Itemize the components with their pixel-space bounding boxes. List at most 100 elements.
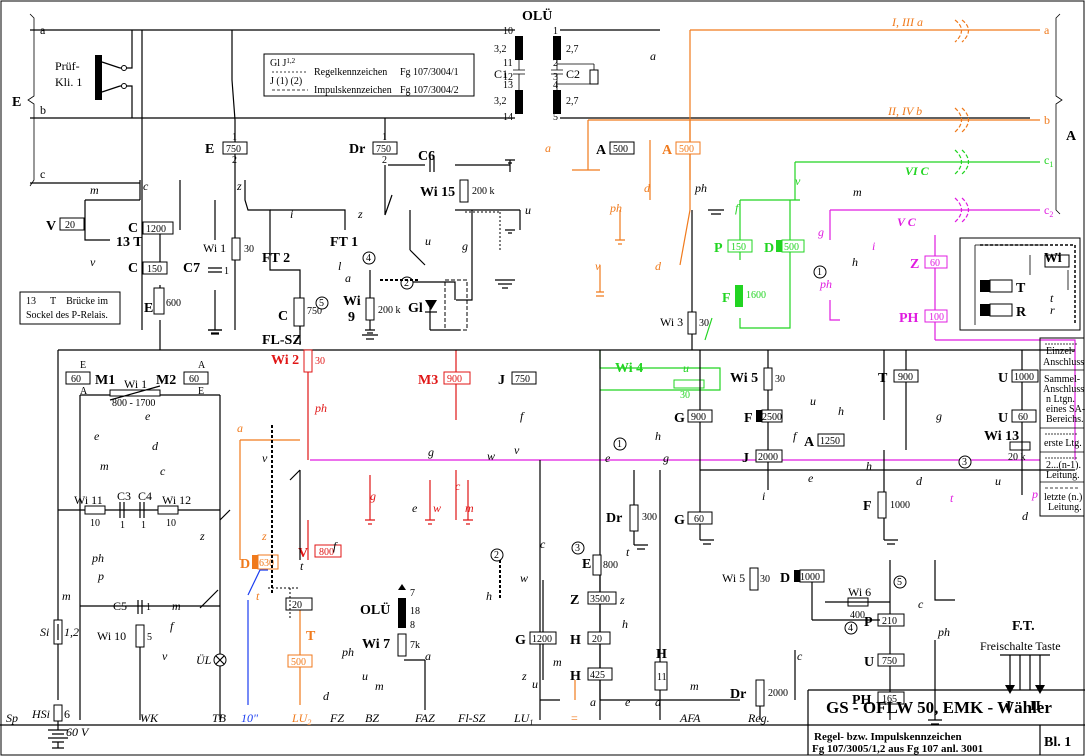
comp-FT2: FT 2 — [262, 251, 290, 266]
comp-C-val: 1200 — [146, 224, 166, 235]
comp-D630-val: 630 — [259, 558, 274, 569]
svg-text:e: e — [412, 501, 418, 515]
right-bus-b-label: b — [1044, 113, 1050, 127]
comp-C7 — [208, 267, 222, 273]
svg-text:f: f — [793, 429, 798, 443]
lower-wiring — [199, 350, 1023, 720]
comp-Wi5 — [763, 350, 773, 410]
svg-text:e: e — [94, 429, 100, 443]
svg-text:c: c — [143, 179, 149, 193]
comp-Wi7-val: 7k — [410, 640, 420, 651]
comp-A1250-val: 1250 — [820, 436, 840, 447]
svg-text:l: l — [338, 259, 342, 273]
bus-c-label: c — [40, 167, 45, 181]
olu-right-val-1: 2,7 — [566, 44, 579, 55]
comp-Wi10-val: 5 — [147, 632, 152, 643]
comp-Wi9-val: 200 k — [378, 305, 401, 316]
comp-M2 — [183, 371, 209, 385]
svg-text:d: d — [152, 439, 159, 453]
comp-F2500-val: 2500 — [762, 412, 782, 423]
freischalte-taste-icon[interactable] — [1000, 654, 1050, 694]
svg-text:m: m — [62, 589, 71, 603]
svg-text:m: m — [553, 655, 562, 669]
wi-box-t: t — [1050, 291, 1054, 305]
svg-text:g: g — [428, 445, 434, 459]
svg-text:z: z — [619, 593, 625, 607]
comp-Wi6 — [825, 597, 890, 607]
comp-Dr2000-val: 2000 — [768, 688, 788, 699]
svg-text:h: h — [852, 255, 858, 269]
comp-FT1: FT 1 — [330, 235, 358, 250]
rlegend-1b: Anschluss — [1043, 357, 1084, 368]
impulse-chain-lines — [271, 211, 1076, 600]
comp-C150-val: 150 — [147, 264, 162, 275]
comp-Gl-diode — [425, 279, 468, 331]
olu-top-title: OLÜ — [522, 7, 552, 24]
bus-a-label: a — [40, 23, 46, 37]
comp-Dr-name: Dr — [349, 142, 365, 157]
comp-E-p1: 1 — [232, 132, 237, 143]
comp-V800-name: V — [298, 546, 308, 561]
svg-text:m: m — [853, 185, 862, 199]
comp-Dr2000-name: Dr — [730, 687, 746, 702]
comp-M3-val: 900 — [447, 374, 462, 385]
comp-Wi2-name: Wi 2 — [271, 353, 299, 368]
comp-E800-name: E — [582, 557, 591, 572]
comp-F-1000 — [877, 491, 887, 519]
bridge-note-line2: Sockel des P-Relais. — [26, 310, 108, 321]
svg-text:v: v — [795, 174, 801, 188]
comp-M2-val: 60 — [189, 374, 199, 385]
svg-text:u: u — [810, 394, 816, 408]
bottom-frame-lines — [0, 689, 1085, 755]
contact-I-III-a: I, III a — [891, 15, 923, 29]
comp-Dr-750 — [372, 141, 398, 155]
comp-Wi13 — [1009, 441, 1031, 451]
comp-C-name: C — [128, 221, 138, 236]
comp-C-1200 — [142, 221, 174, 235]
svg-text:m: m — [375, 679, 384, 693]
pruef-klinke[interactable] — [95, 30, 133, 118]
title-sub-1: Regel- bzw. Impulskennzeichen — [814, 731, 962, 743]
legend-row2-symbol: J (1) (2) — [270, 76, 302, 87]
legend-row2-ref: Fg 107/3004/2 — [400, 85, 459, 96]
comp-C5-val: 1 — [146, 602, 151, 613]
comp-Z3500-name: Z — [570, 593, 579, 608]
svg-text:v: v — [514, 443, 520, 457]
comp-Dr-val: 750 — [376, 144, 391, 155]
svg-text:h: h — [486, 589, 492, 603]
comp-PH165-val: 165 — [882, 694, 897, 705]
comp-E-name: E — [205, 142, 214, 157]
rlegend-4b: Leitung. — [1046, 470, 1080, 481]
comp-A-500 — [609, 141, 635, 155]
right-bus-c1-label: c1 — [1044, 153, 1053, 169]
rlegend-2e: Bereichs. — [1046, 414, 1084, 425]
svg-text:w: w — [487, 449, 495, 463]
comp-D500-val: 500 — [784, 242, 799, 253]
svg-text:t: t — [950, 491, 954, 505]
comp-C3-val: 1 — [120, 520, 125, 531]
comp-Wi12-name: Wi 12 — [162, 493, 191, 507]
bottom-label-lu1: LU1 — [513, 711, 533, 727]
comp-M2-bot: E — [198, 386, 204, 397]
comp-OLU-bottom — [398, 584, 406, 628]
comp-Wi1-name: Wi 1 — [203, 241, 226, 255]
svg-text:a: a — [545, 141, 551, 155]
comp-Wi15 — [459, 179, 469, 203]
svg-text:c: c — [797, 649, 803, 663]
comp-A-1250 — [817, 433, 845, 447]
comp-G900-val: 900 — [691, 412, 706, 423]
comp-Wi15-val: 200 k — [472, 186, 495, 197]
comp-Wi6-val: 400 — [850, 610, 865, 621]
comp-F1000-val: 1000 — [890, 500, 910, 511]
comp-Wi2-val: 30 — [315, 356, 325, 367]
comp-Z-3500 — [587, 591, 617, 605]
olu-pin-2: 2 — [553, 58, 558, 69]
svg-text:g: g — [936, 409, 942, 423]
svg-text:f: f — [520, 409, 525, 423]
svg-text:ph: ph — [694, 181, 707, 195]
comp-OLU2-p2: 18 — [410, 606, 420, 617]
comp-G1200-name: G — [515, 633, 526, 648]
comp-Dr-p1: 1 — [382, 132, 387, 143]
comp-T-500 — [287, 654, 313, 668]
comp-P-150 — [727, 239, 753, 253]
